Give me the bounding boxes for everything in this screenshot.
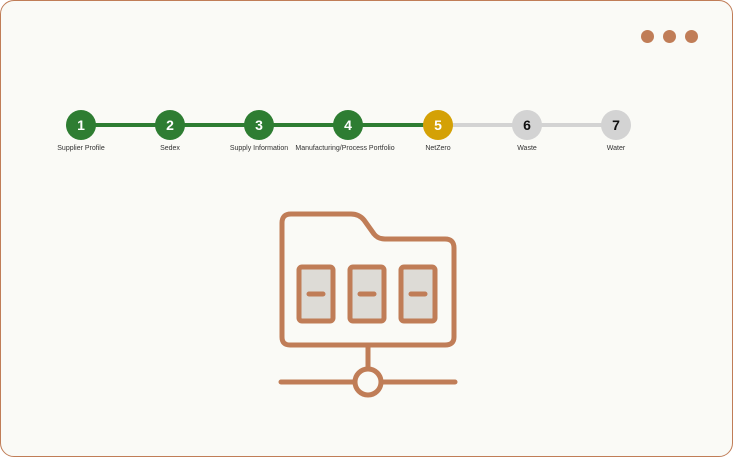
menu-dot-icon xyxy=(685,30,698,43)
step-7-label: Water xyxy=(606,145,626,152)
menu-dot-icon xyxy=(641,30,654,43)
step-2-label: Sedex xyxy=(160,145,180,152)
network-folder-server-icon xyxy=(278,211,458,398)
window-menu-dots[interactable] xyxy=(641,30,698,43)
step-4-circle[interactable]: 4 xyxy=(333,110,363,140)
menu-dot-icon xyxy=(663,30,676,43)
network-node xyxy=(352,366,384,398)
step-1-circle[interactable]: 1 xyxy=(66,110,96,140)
step-1-label: Supplier Profile xyxy=(57,145,105,152)
step-3-label: Supply Information xyxy=(229,145,289,152)
step-5-circle[interactable]: 5 xyxy=(423,110,453,140)
step-6-circle[interactable]: 6 xyxy=(512,110,542,140)
step-2-circle[interactable]: 2 xyxy=(155,110,185,140)
progress-stepper: 1 2 3 4 5 6 7 Supplier Profile Sedex Sup… xyxy=(1,1,732,181)
step-4-label: Manufacturing/Process Portfolio xyxy=(295,145,395,152)
step-6-label: Waste xyxy=(517,145,537,152)
step-3-circle[interactable]: 3 xyxy=(244,110,274,140)
folder-outline xyxy=(279,211,457,348)
step-5-label: NetZero xyxy=(425,145,451,152)
step-7-circle[interactable]: 7 xyxy=(601,110,631,140)
